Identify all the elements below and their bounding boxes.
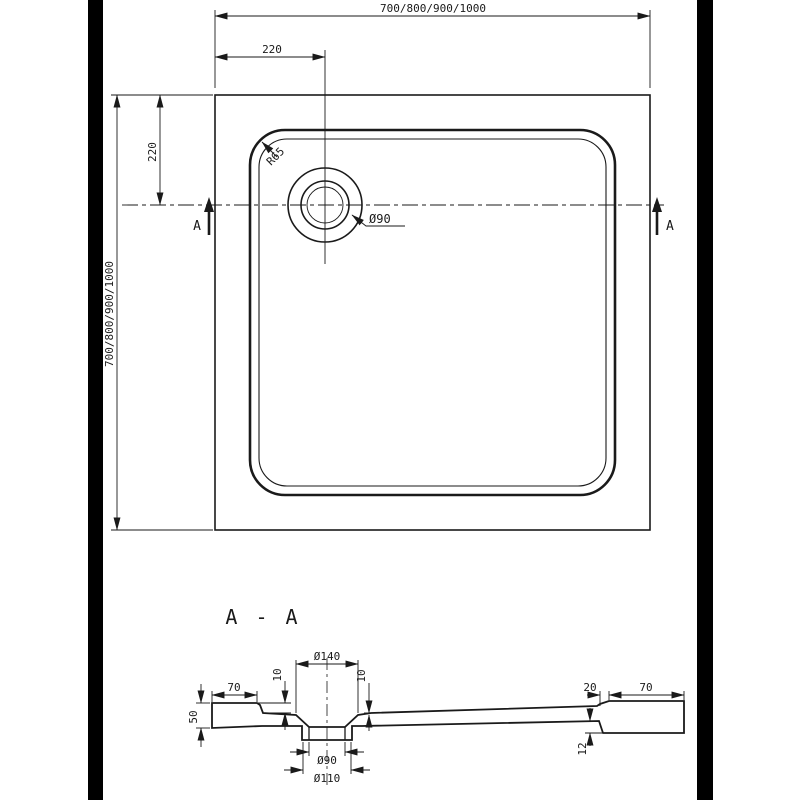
top-width-dimension: 700/800/900/1000 [214,2,651,88]
drain-diameter-label: Ø90 [369,212,391,226]
left-height-dimension: 700/800/900/1000 [103,94,213,531]
right-rim-dimensions: 20 70 [583,681,685,706]
left-edge-height-dimension: 50 [187,684,210,747]
section-marker-left-label: A [193,219,201,234]
right-edge-thickness-dimension: 12 [576,708,602,756]
left-rim-drop-dimension: 10 [258,668,291,730]
drain-offset-y-dimension: 220 [146,94,164,206]
section-title: A - A [225,605,300,629]
drain-hole-diameter-dimension: Ø90 [290,742,364,767]
drain-top-diameter-dimension: Ø140 [295,650,359,713]
left-rim-drop-label: 10 [271,668,284,681]
drain-hole-diameter-label: Ø90 [317,754,337,767]
corner-radius-label: R65 [264,145,287,168]
drain-recess-depth-label: 10 [355,669,368,682]
top-width-dimension-label: 700/800/900/1000 [380,2,486,15]
tray-outer-edge [214,94,651,531]
right-black-bar [697,0,713,800]
left-height-dimension-label: 700/800/900/1000 [103,261,116,367]
section-view: A - A Ø140 70 10 [187,605,685,786]
top-view: 700/800/900/1000 220 700/800/900/1000 22… [103,2,674,531]
drain-diameter-callout: Ø90 [351,212,405,227]
drain-offset-x-dimension: 220 [214,43,326,61]
corner-radius-callout: R65 [261,141,287,168]
section-arrow-left-icon [204,197,214,212]
drain-flange-diameter-label: Ø110 [314,772,341,785]
section-marker-right-label: A [666,219,674,234]
left-edge-height-label: 50 [187,710,200,723]
left-rim-width-dimension: 70 [211,681,258,702]
left-rim-width-label: 70 [227,681,240,694]
drain-recess-depth-dimension: 10 [355,669,379,731]
drain-offset-y-label: 220 [146,142,159,162]
tray-inner-rim-outer-line [248,128,617,497]
drain-top-diameter-label: Ø140 [314,650,341,663]
tray-inner-rim-inner-line [258,138,607,487]
drain-flange-diameter-dimension: Ø110 [284,742,370,785]
right-step-width-label: 20 [583,681,596,694]
drain-offset-x-label: 220 [262,43,282,56]
section-marker-left: A [193,197,214,235]
right-rim-width-label: 70 [639,681,652,694]
section-marker-right: A [652,197,674,235]
section-profile [211,700,685,741]
right-edge-thickness-label: 12 [576,742,589,755]
section-arrow-right-icon [652,197,662,212]
left-black-bar [88,0,103,800]
